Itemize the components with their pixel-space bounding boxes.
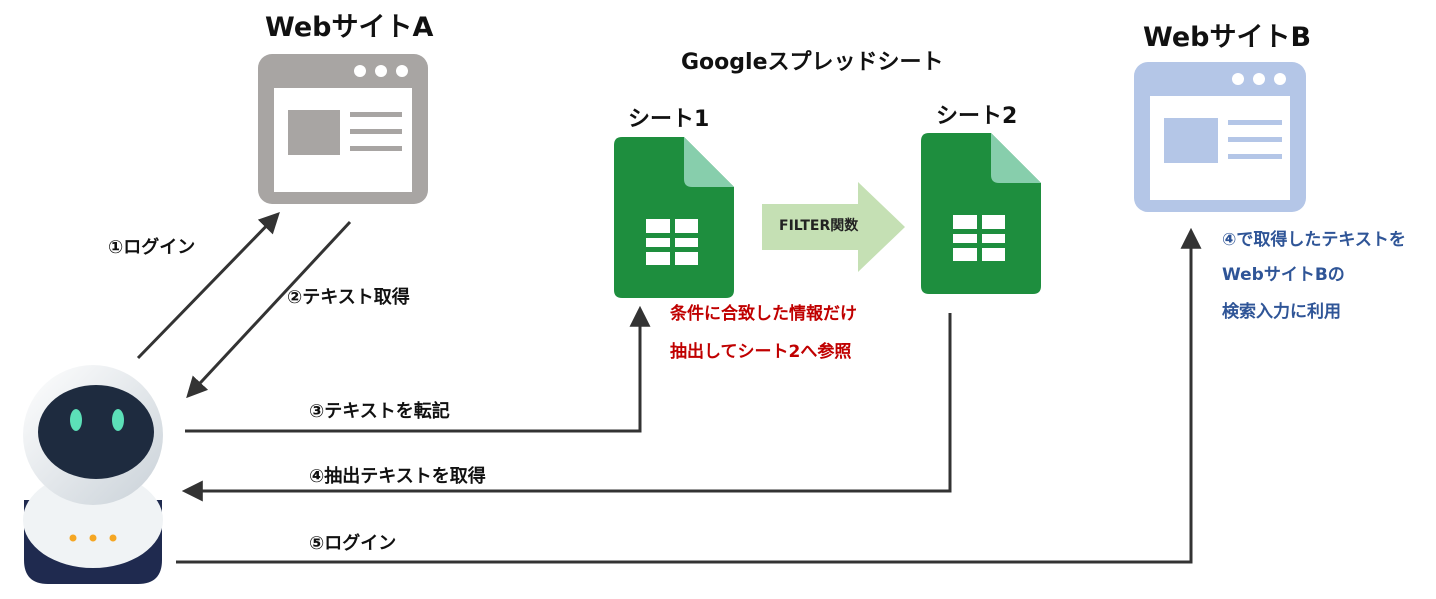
arrow-step1-login bbox=[136, 211, 280, 360]
robot-icon bbox=[23, 365, 163, 584]
filter-note-line2: 抽出してシート2へ参照 bbox=[670, 342, 852, 362]
website-a-title: WebサイトA bbox=[265, 12, 434, 43]
website-b-note-line2: WebサイトBの bbox=[1222, 265, 1345, 285]
arrow-step3-transfer bbox=[185, 305, 651, 433]
website-a-icon bbox=[258, 54, 428, 204]
google-sheets-title: Googleスプレッドシート bbox=[681, 50, 944, 75]
sheet2-icon bbox=[921, 133, 1041, 294]
filter-arrow bbox=[762, 182, 905, 272]
website-b-icon bbox=[1134, 62, 1306, 212]
arrow-step5-login bbox=[176, 227, 1202, 564]
step4-label: ④抽出テキストを取得 bbox=[309, 466, 486, 487]
step3-label: ③テキストを転記 bbox=[309, 401, 450, 422]
website-b-note-line1: ④で取得したテキストを bbox=[1222, 230, 1406, 250]
website-b-note-line3: 検索入力に利用 bbox=[1222, 302, 1341, 322]
step2-label: ②テキスト取得 bbox=[287, 287, 410, 308]
step1-label: ①ログイン bbox=[108, 237, 196, 258]
arrow-step4-extract bbox=[181, 313, 952, 502]
website-b-title: WebサイトB bbox=[1143, 22, 1312, 53]
filter-note-line1: 条件に合致した情報だけ bbox=[670, 304, 857, 324]
sheet1-icon bbox=[614, 137, 734, 298]
filter-function-label: FILTER関数 bbox=[779, 218, 859, 234]
sheet1-label: シート1 bbox=[628, 107, 710, 132]
sheet2-label: シート2 bbox=[936, 104, 1018, 129]
arrow-step2-get-text bbox=[186, 220, 352, 399]
step5-label: ⑤ログイン bbox=[309, 533, 397, 554]
